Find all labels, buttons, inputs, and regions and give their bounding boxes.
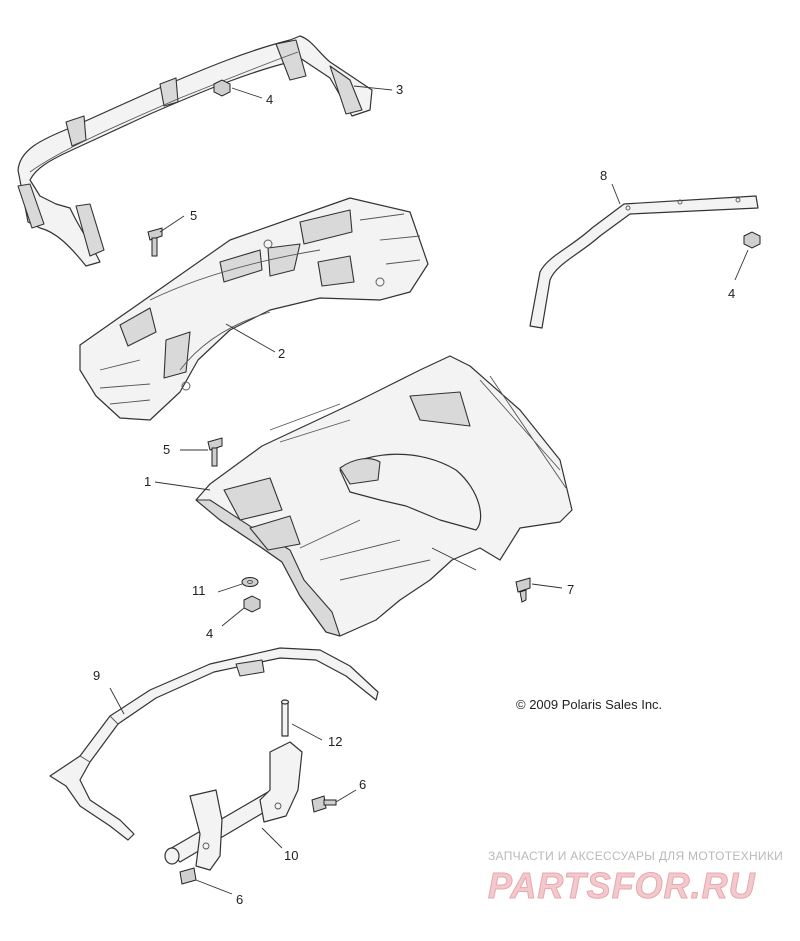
part-12-pin (280, 699, 290, 737)
callout-5-top: 5 (190, 208, 197, 223)
callout-12: 12 (328, 734, 342, 749)
callout-4-top: 4 (266, 92, 273, 107)
callout-6-lower: 6 (236, 892, 243, 907)
callout-10: 10 (284, 848, 298, 863)
watermark-brand: PARTSFOR.RU (488, 865, 756, 906)
part-6-bolt-right (311, 795, 337, 813)
part-6-bolt-lower (179, 867, 197, 885)
callout-1: 1 (144, 474, 151, 489)
part-4-nut-right (743, 231, 761, 249)
part-4-nut-top (213, 79, 231, 97)
callout-5-lower: 5 (163, 442, 170, 457)
callout-4-lower: 4 (206, 626, 213, 641)
callout-labels: 1 2 3 4 4 4 5 5 6 6 7 8 9 10 11 12 (93, 82, 735, 907)
part-1-rear-fender (195, 355, 573, 637)
callout-11: 11 (192, 583, 206, 598)
callout-4-right: 4 (728, 286, 735, 301)
leader-lines (109, 85, 749, 895)
part-3-rack-rail (17, 35, 373, 267)
callout-2: 2 (278, 346, 285, 361)
part-2-rack-panel (79, 197, 429, 421)
part-9-bumper-rail (49, 647, 379, 841)
part-10-mount-bracket (164, 741, 303, 871)
part-4-nut-lower (243, 595, 261, 613)
callout-8: 8 (600, 168, 607, 183)
watermark-tagline: ЗАПЧАСТИ И АКСЕССУАРЫ ДЛЯ МОТОТЕХНИКИ (488, 849, 783, 863)
callout-9: 9 (93, 668, 100, 683)
copyright-text: © 2009 Polaris Sales Inc. (516, 697, 662, 712)
callout-6-right: 6 (359, 777, 366, 792)
part-11-washer (241, 577, 259, 587)
part-7-fastener (515, 577, 531, 603)
part-8-side-bar (529, 195, 759, 329)
part-5-bolt-top (147, 227, 163, 257)
callout-3: 3 (396, 82, 403, 97)
part-5-bolt-lower (207, 437, 223, 467)
hardware (147, 79, 761, 885)
callout-7: 7 (567, 582, 574, 597)
watermark: ЗАПЧАСТИ И АКСЕССУАРЫ ДЛЯ МОТОТЕХНИКИ PA… (488, 849, 783, 907)
